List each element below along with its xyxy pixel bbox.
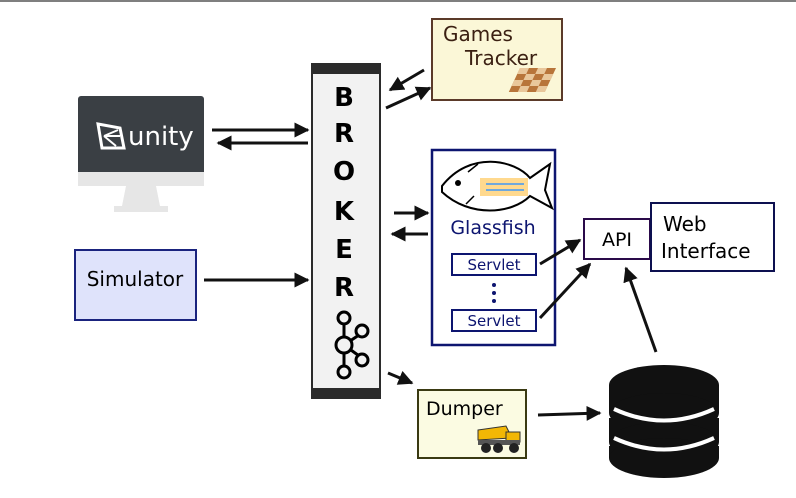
games-tracker-line1: Games xyxy=(443,22,513,46)
games-tracker-line2: Tracker xyxy=(464,46,538,70)
fish-icon xyxy=(441,160,554,212)
arrow-dumper-to-db xyxy=(537,405,602,421)
unity-logo-icon xyxy=(96,122,126,150)
dumper-label: Dumper xyxy=(426,398,503,420)
web-interface-line1: Web xyxy=(663,212,707,236)
broker-letter-r2: R xyxy=(334,273,354,303)
dumper-box: Dumper xyxy=(417,389,527,459)
broker-column: B R O K E R xyxy=(311,63,381,399)
web-interface-box: Web Interface xyxy=(650,202,775,272)
unity-label: unity xyxy=(128,122,194,152)
glassfish-box: Glassfish Servlet Servlet xyxy=(430,148,557,347)
broker-letter-b: B xyxy=(334,83,354,113)
games-tracker-box: Games Tracker xyxy=(431,18,563,101)
web-interface-line2: Interface xyxy=(661,239,751,263)
arrow-broker-to-dumper xyxy=(387,370,414,385)
broker-letter-k: K xyxy=(334,197,355,227)
connector-arrows xyxy=(204,68,658,421)
broker-letter-r: R xyxy=(334,119,354,149)
arrow-tracker-to-broker xyxy=(388,68,425,92)
servlet-box-2: Servlet xyxy=(451,309,537,332)
chessboard-icon xyxy=(508,68,556,92)
servlet-box-1: Servlet xyxy=(451,253,537,276)
arrow-servlet1-to-api xyxy=(539,238,582,266)
simulator-label: Simulator xyxy=(87,267,184,291)
broker-letter-e: E xyxy=(335,235,353,265)
dump-truck-icon xyxy=(477,425,521,453)
servlet-ellipsis xyxy=(492,283,496,303)
servlet-label-2: Servlet xyxy=(467,312,520,330)
arrow-servlet2-to-api xyxy=(538,262,592,320)
servlet-label-1: Servlet xyxy=(467,256,520,274)
kafka-logo-icon xyxy=(334,310,370,380)
database-icon xyxy=(609,365,719,478)
api-box: API xyxy=(583,218,651,260)
api-label: API xyxy=(602,229,632,251)
simulator-box: Simulator xyxy=(74,249,197,321)
broker-letter-o: O xyxy=(333,157,355,187)
glassfish-label: Glassfish xyxy=(450,217,535,239)
arrow-db-to-api xyxy=(623,266,658,353)
unity-monitor: unity xyxy=(78,96,204,212)
arrow-broker-to-tracker xyxy=(385,86,432,110)
